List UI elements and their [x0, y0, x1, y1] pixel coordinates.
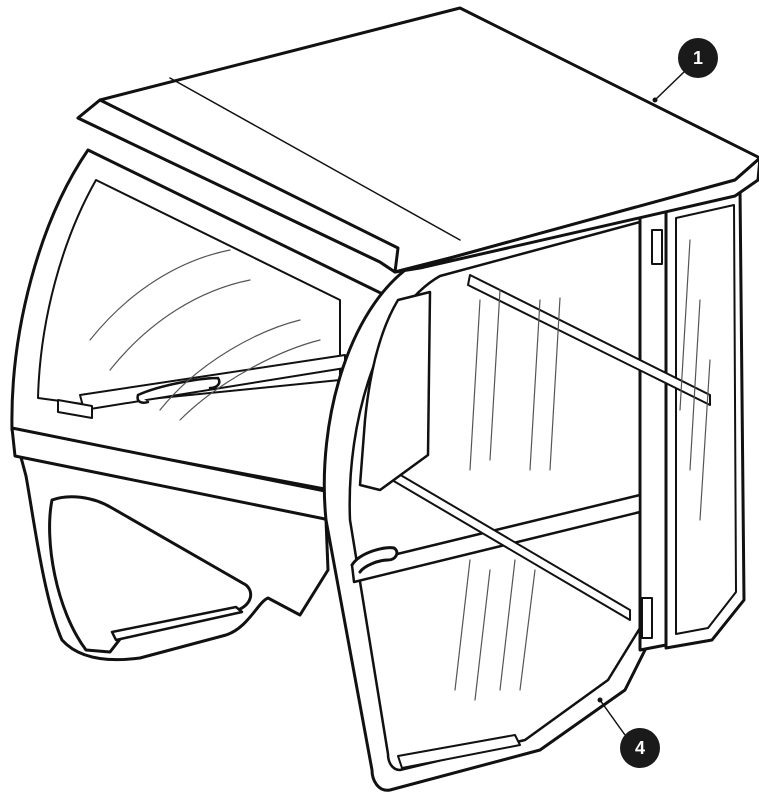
- roof-right-edge: [393, 156, 759, 274]
- door-step-plate: [397, 734, 521, 769]
- upper-hinge: [651, 229, 663, 265]
- hinge-post: [638, 203, 668, 652]
- callout-1-label: 1: [693, 48, 703, 68]
- callout-1-leader-dot: [652, 97, 658, 103]
- callout-1-circle: [678, 38, 718, 78]
- callout-4-leader-dot: [597, 697, 603, 703]
- front-inner-pillar: [358, 290, 432, 492]
- callout-4: 4: [620, 728, 660, 768]
- rear-latch: [57, 399, 93, 419]
- callout-1-leader: [654, 71, 685, 101]
- lower-hinge: [641, 597, 653, 639]
- cab-drawing: [10, 6, 759, 792]
- glass-reflections: [89, 239, 711, 701]
- callout-4-circle: [620, 728, 660, 768]
- rear-handle: [136, 376, 221, 404]
- door-interior-bar-upper: [467, 274, 711, 406]
- door-handle: [350, 546, 399, 574]
- callout-4-leader: [599, 699, 626, 736]
- roof-seam: [169, 77, 461, 241]
- left-window-glass: [37, 179, 341, 406]
- callout-1: 1: [678, 38, 718, 78]
- left-step: [110, 605, 244, 642]
- callout-4-label: 4: [635, 738, 645, 758]
- roof-front-edge: [76, 98, 400, 274]
